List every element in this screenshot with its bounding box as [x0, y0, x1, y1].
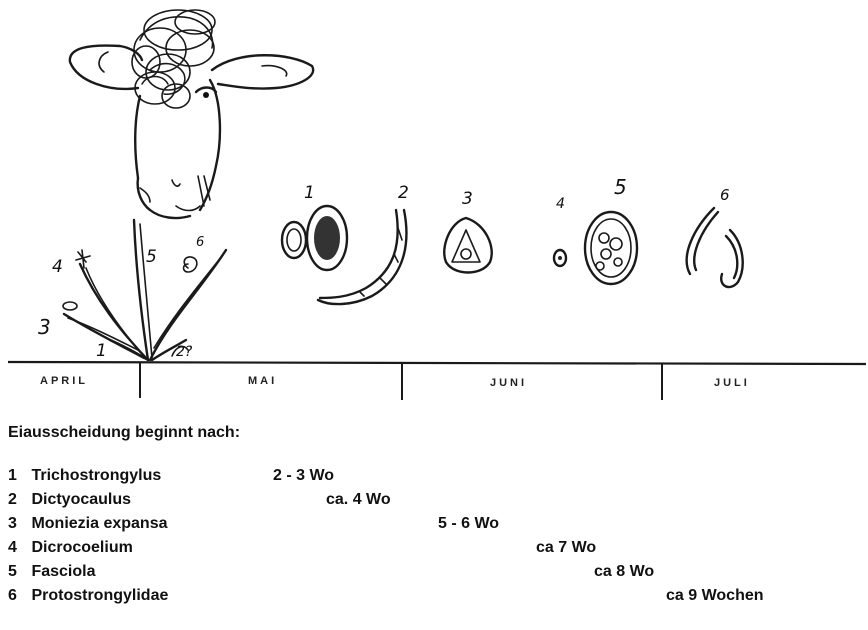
plant-label-5: 5 — [146, 247, 157, 267]
duration-label: ca 9 Wochen — [666, 587, 764, 605]
egg-1-trichostrongylus — [282, 206, 347, 270]
duration-label: 5 - 6 Wo — [438, 515, 499, 533]
egg-label-1: 1 — [304, 183, 315, 203]
row-number: 1 — [8, 467, 27, 485]
month-mai: MAI — [248, 375, 277, 387]
duration-label: ca 8 Wo — [594, 563, 654, 581]
month-juni: JUNI — [490, 377, 527, 389]
duration-label: ca 7 Wo — [536, 539, 596, 557]
larva-6-protostrongylidae — [687, 208, 743, 287]
egg-label-4: 4 — [556, 196, 565, 212]
egg-5-fasciola — [585, 212, 637, 284]
plant-label-4: 4 — [52, 257, 63, 277]
egg-label-5: 5 — [614, 175, 627, 199]
legend-row: 3 Moniezia expansa 5 - 6 Wo — [8, 515, 168, 537]
egg-label-6: 6 — [720, 186, 730, 204]
parasite-name: Protostrongylidae — [31, 587, 168, 604]
parasite-name: Moniezia expansa — [31, 515, 167, 532]
egg-label-3: 3 — [462, 189, 473, 209]
legend-row: 1 Trichostrongylus 2 - 3 Wo — [8, 467, 161, 489]
plant-label-6: 6 — [196, 235, 204, 250]
egg-3-moniezia — [444, 218, 491, 273]
legend-row: 4 Dicrocoelium ca 7 Wo — [8, 539, 133, 561]
row-number: 4 — [8, 539, 27, 557]
parasite-name: Fasciola — [31, 563, 95, 580]
legend-heading: Eiausscheidung beginnt nach: — [8, 424, 240, 442]
parasite-name: Dicrocoelium — [31, 539, 132, 556]
plant-label-2: 2? — [176, 344, 193, 360]
legend-row: 2 Dictyocaulus ca. 4 Wo — [8, 491, 131, 513]
plant-label-1: 1 — [96, 341, 107, 361]
month-juli: JULI — [714, 377, 750, 389]
legend-row: 5 Fasciola ca 8 Wo — [8, 563, 95, 585]
plant-label-3: 3 — [38, 315, 51, 339]
parasite-name: Trichostrongylus — [31, 467, 161, 484]
row-number: 5 — [8, 563, 27, 581]
duration-label: 2 - 3 Wo — [273, 467, 334, 485]
egg-label-2: 2 — [398, 183, 409, 203]
duration-label: ca. 4 Wo — [326, 491, 391, 509]
legend-row: 6 Protostrongylidae ca 9 Wochen — [8, 587, 168, 609]
row-number: 6 — [8, 587, 27, 605]
row-number: 2 — [8, 491, 27, 509]
parasite-name: Dictyocaulus — [31, 491, 131, 508]
egg-4-dicrocoelium — [554, 250, 566, 266]
month-april: APRIL — [40, 375, 88, 387]
row-number: 3 — [8, 515, 27, 533]
sheep-head-illustration — [70, 10, 313, 218]
